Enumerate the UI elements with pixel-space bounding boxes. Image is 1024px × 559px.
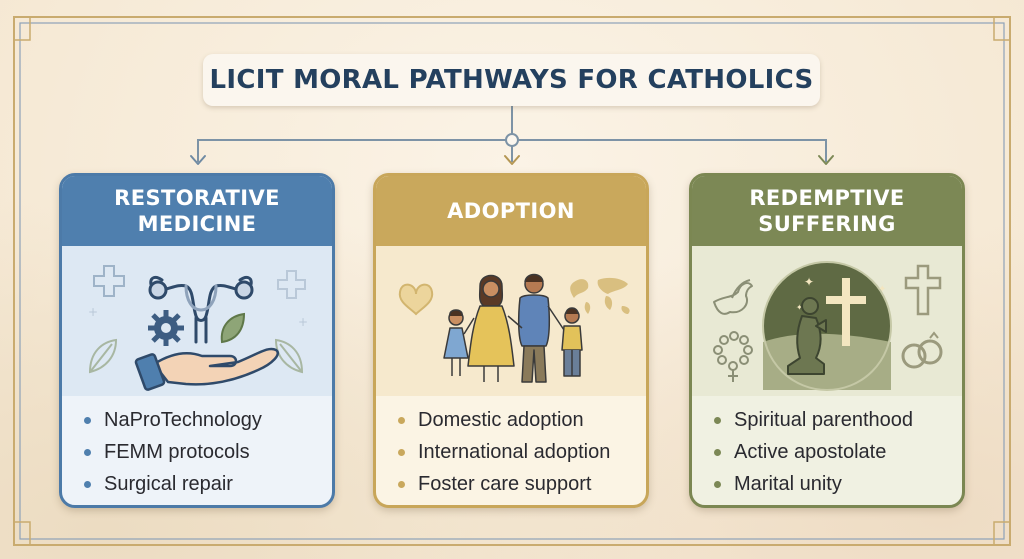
- list-item: Active apostolate: [714, 436, 962, 468]
- card-heading-line: RESTORATIVE: [114, 186, 280, 210]
- svg-text:✦: ✦: [878, 284, 886, 295]
- medical-cross-icon: [277, 270, 306, 299]
- uterus-icon: [148, 276, 254, 344]
- heart-icon: [398, 283, 434, 316]
- card-list: Spiritual parenthood Active apostolate M…: [692, 396, 962, 500]
- title-box: LICIT MORAL PATHWAYS FOR CATHOLICS: [203, 54, 820, 106]
- leaf-icon: [220, 312, 246, 344]
- list-item: Foster care support: [398, 468, 646, 500]
- card-illustration: ✦ ✦ ✦: [692, 246, 962, 396]
- list-item: NaProTechnology: [84, 404, 332, 436]
- world-map-icon: [570, 277, 630, 314]
- card-heading-line: REDEMPTIVE: [749, 186, 905, 210]
- card-heading-line: SUFFERING: [758, 212, 896, 236]
- gear-icon: [148, 310, 184, 346]
- junction-node: [505, 133, 519, 147]
- card-illustration: [376, 246, 646, 396]
- connector-lines: [197, 106, 827, 162]
- card-redemptive-suffering: REDEMPTIVE SUFFERING: [689, 173, 965, 508]
- card-heading: RESTORATIVE MEDICINE: [62, 176, 332, 246]
- card-list: NaProTechnology FEMM protocols Surgical …: [62, 396, 332, 500]
- svg-text:✦: ✦: [804, 275, 814, 289]
- bullet-icon: [84, 448, 91, 456]
- page-title: LICIT MORAL PATHWAYS FOR CATHOLICS: [209, 65, 814, 95]
- list-item: Spiritual parenthood: [714, 404, 962, 436]
- caring-hand-icon: [134, 347, 279, 391]
- bullet-icon: [714, 416, 721, 424]
- dove-icon: [713, 279, 753, 315]
- bullet-icon: [84, 480, 91, 488]
- medical-cross-icon: [93, 265, 125, 297]
- svg-text:✦: ✦: [796, 303, 803, 312]
- bullet-icon: [714, 448, 721, 456]
- bullet-icon: [398, 448, 405, 456]
- card-heading: REDEMPTIVE SUFFERING: [692, 176, 962, 246]
- list-item: Domestic adoption: [398, 404, 646, 436]
- svg-text:+: +: [88, 305, 98, 319]
- bullet-icon: [398, 416, 405, 424]
- card-heading: ADOPTION: [376, 176, 646, 246]
- bullet-icon: [398, 480, 405, 488]
- wedding-rings-icon: [901, 331, 943, 369]
- card-illustration: + +: [62, 246, 332, 396]
- list-item: Surgical repair: [84, 468, 332, 500]
- rosary-icon: [713, 331, 753, 382]
- leaf-icon: [88, 338, 304, 374]
- list-item: FEMM protocols: [84, 436, 332, 468]
- card-adoption: ADOPTION: [373, 173, 649, 508]
- svg-text:+: +: [298, 315, 308, 329]
- bullet-icon: [84, 416, 91, 424]
- bullet-icon: [714, 480, 721, 488]
- list-item: International adoption: [398, 436, 646, 468]
- card-heading-line: ADOPTION: [447, 199, 575, 223]
- card-list: Domestic adoption International adoption…: [376, 396, 646, 500]
- family-icon: [443, 273, 583, 383]
- card-restorative-medicine: RESTORATIVE MEDICINE + +: [59, 173, 335, 508]
- praying-figure-icon: ✦ ✦ ✦: [762, 261, 892, 391]
- cross-icon: [904, 264, 942, 316]
- card-heading-line: MEDICINE: [137, 212, 257, 236]
- list-item: Marital unity: [714, 468, 962, 500]
